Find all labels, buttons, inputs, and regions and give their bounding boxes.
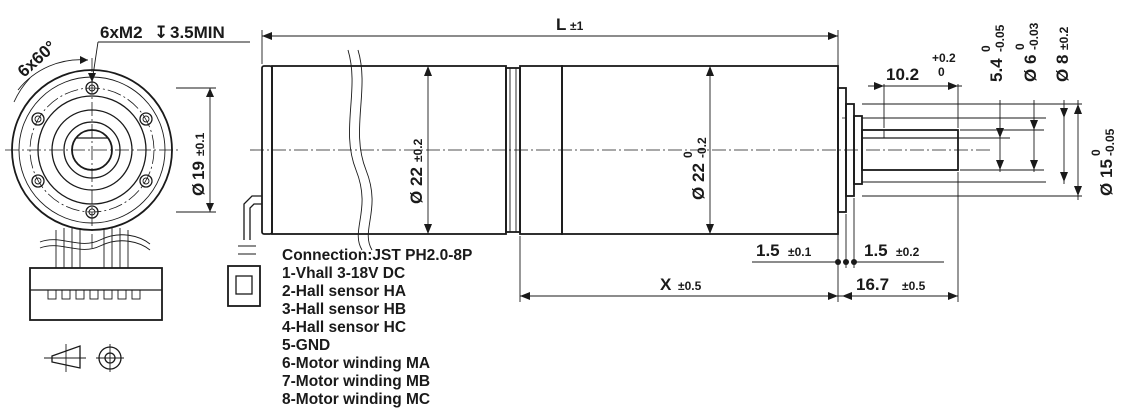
- pin-6: 6-Motor winding MA: [282, 355, 430, 372]
- connector-body: [29, 267, 163, 321]
- key-len-tol-upper: +0.2: [932, 51, 956, 65]
- thread-note: 6xM2: [100, 23, 143, 42]
- flat-tol-upper: 0: [979, 45, 993, 52]
- dia-left-symbol: Ø: [407, 191, 426, 204]
- pcd-dia-symbol: Ø: [189, 183, 208, 196]
- step2-tol: ±0.2: [896, 245, 920, 259]
- depth-note: 3.5MIN: [170, 23, 225, 42]
- pcd-value: 19: [189, 161, 208, 180]
- pilot-dia-value: 15: [1097, 159, 1116, 178]
- hole-dia-symbol: Ø: [1053, 69, 1072, 82]
- pilot-dia-tol-upper: 0: [1089, 149, 1103, 156]
- dia-right-symbol: Ø: [689, 187, 708, 200]
- pilot-dia-tol-lower: -0.05: [1103, 128, 1117, 156]
- shaft-dia-tol-lower: -0.03: [1027, 22, 1041, 50]
- shaft-dia-value: 6: [1021, 55, 1040, 64]
- hole-dia-value: 8: [1053, 55, 1072, 64]
- wire-bundle: [39, 228, 151, 268]
- depth-symbol: ↧: [154, 23, 168, 42]
- length-label: L: [556, 15, 566, 34]
- angle-arc: [17, 59, 89, 91]
- first-angle-projection-icon: [44, 344, 124, 372]
- length-tol: ±1: [570, 19, 584, 33]
- connection-title: Connection:JST PH2.0-8P: [282, 247, 472, 264]
- x-label: X: [660, 275, 672, 294]
- thread-leader-arrow: [88, 73, 96, 82]
- break-line-2: [357, 49, 373, 251]
- flat-tol-lower: -0.05: [993, 24, 1007, 52]
- angle-arc-lower: [13, 77, 31, 103]
- pcd-tol: ±0.1: [193, 132, 207, 156]
- break-line-1: [347, 49, 363, 251]
- pin-8: 8-Motor winding MC: [282, 391, 430, 408]
- key-len-tol-lower: 0: [938, 65, 945, 79]
- x-tol: ±0.5: [678, 279, 702, 293]
- pin-5: 5-GND: [282, 337, 330, 354]
- side-connector: [227, 265, 261, 307]
- connector-pins: [47, 289, 141, 300]
- shaft-dia-symbol: Ø: [1021, 69, 1040, 82]
- angle-note: 6x60°: [14, 37, 60, 81]
- step1-value: 1.5: [756, 241, 780, 260]
- pin-4: 4-Hall sensor HC: [282, 319, 406, 336]
- dia-right-tol-upper: 0: [681, 151, 695, 158]
- pin-2: 2-Hall sensor HA: [282, 283, 406, 300]
- dia-left-tol: ±0.2: [411, 138, 425, 162]
- shaft-dia-tol-upper: 0: [1013, 43, 1027, 50]
- shaft-len-tol: ±0.5: [902, 279, 926, 293]
- pin-7: 7-Motor winding MB: [282, 373, 430, 390]
- pilot-dia-symbol: Ø: [1097, 183, 1116, 196]
- side-view: Ø 22 ±0.2 Ø 22 0 -0.2 L ±1 X ±0.5: [227, 15, 1117, 307]
- step2-value: 1.5: [864, 241, 888, 260]
- pin-1: 1-Vhall 3-18V DC: [282, 265, 405, 282]
- front-view: 6x60° 6xM2 ↧ 3.5MIN Ø 19 ±0.1: [5, 23, 250, 372]
- hole-dia-tol: ±0.2: [1057, 26, 1071, 50]
- dia-right-value: 22: [689, 163, 708, 182]
- dia-right-tol-lower: -0.2: [695, 137, 709, 158]
- pin-3: 3-Hall sensor HB: [282, 301, 406, 318]
- flat-value: 5.4: [987, 58, 1006, 82]
- key-len-value: 10.2: [886, 65, 919, 84]
- angle-arrow: [80, 56, 88, 64]
- step1-tol: ±0.1: [788, 245, 812, 259]
- shaft-len-value: 16.7: [856, 275, 889, 294]
- dia-left-value: 22: [407, 167, 426, 186]
- connection-block: Connection:JST PH2.0-8P 1-Vhall 3-18V DC…: [282, 247, 472, 408]
